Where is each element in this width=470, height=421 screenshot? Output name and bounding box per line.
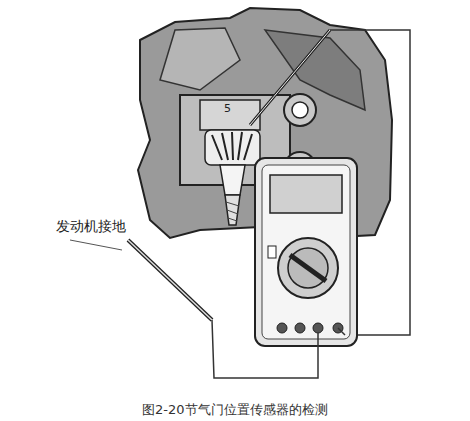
multimeter: [255, 158, 357, 346]
ground-label: 发动机接地: [56, 218, 126, 236]
ground-probe: [128, 240, 212, 320]
figure-caption: 图2-20节气门位置传感器的检测: [142, 401, 328, 419]
callout-number: 5: [224, 102, 231, 115]
